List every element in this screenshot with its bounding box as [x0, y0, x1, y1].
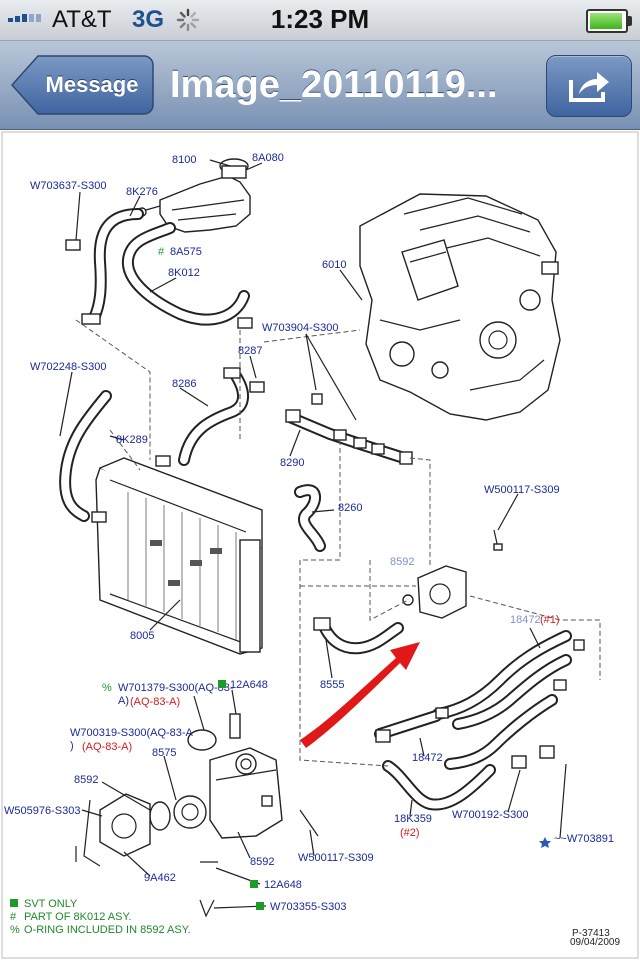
carrier-name: AT&T — [52, 6, 112, 33]
label-18472-top-note: (#1) — [540, 614, 560, 626]
oring-symbol: % — [102, 682, 112, 694]
legend-oring: O-RING INCLUDED IN 8592 ASY. — [24, 924, 191, 936]
legend-part-symbol: # — [10, 911, 17, 923]
label-8575: 8575 — [152, 747, 176, 759]
label-8005: 8005 — [130, 630, 154, 642]
label-w703904: W703904-S300 — [262, 322, 338, 334]
label-aq83-2: (AQ-83-A) — [82, 741, 132, 753]
reference-date: 09/04/2009 — [570, 937, 620, 948]
activity-spinner-icon — [176, 8, 200, 32]
thermostat-housing-upper — [402, 529, 503, 619]
label-6010: 6010 — [322, 259, 346, 271]
label-8592-left: 8592 — [74, 774, 98, 786]
reference-code: P-37413 — [572, 928, 610, 939]
label-12a648-top: 12A648 — [230, 679, 268, 691]
status-time: 1:23 PM — [270, 4, 370, 34]
back-button[interactable]: Message — [10, 55, 154, 115]
label-9a462: 9A462 — [144, 872, 176, 884]
back-button-label: Message — [45, 72, 139, 97]
share-button[interactable] — [546, 55, 632, 117]
label-8k289: 8K289 — [116, 434, 148, 446]
label-aq83-1: (AQ-83-A) — [130, 696, 180, 708]
label-w505976: W505976-S303 — [4, 805, 80, 817]
part-labels: 8100 8A080 W703637-S300 8K276 # 8A575 8K… — [4, 152, 614, 913]
share-icon — [569, 72, 609, 102]
label-8k276: 8K276 — [126, 186, 158, 198]
legend-svt: SVT ONLY — [24, 898, 78, 910]
network-type: 3G — [132, 6, 165, 33]
svt-marker-12a648-top — [218, 680, 226, 688]
heater-hoses — [374, 630, 585, 811]
leader-lines — [59, 159, 567, 909]
label-8a575: 8A575 — [170, 246, 202, 258]
label-8287: 8287 — [238, 345, 262, 357]
label-w703891: ~~W703891 — [554, 833, 614, 845]
label-w500117-top: W500117-S309 — [484, 484, 560, 496]
label-18472-top: 18472 — [510, 614, 541, 626]
legend-oring-symbol: % — [10, 924, 20, 936]
label-18k359-note: (#2) — [400, 827, 420, 839]
diagram-legend: SVT ONLY # PART OF 8K012 ASY. % O-RING I… — [10, 898, 191, 936]
label-w703637: W703637-S300 — [30, 180, 106, 192]
engine-block — [359, 193, 561, 421]
label-w702248: W702248-S300 — [30, 361, 106, 373]
water-pump-assembly — [75, 713, 319, 918]
back-button-shape — [10, 55, 154, 115]
label-w700192: W700192-S300 — [452, 809, 528, 821]
label-8592-bottom: 8592 — [250, 856, 274, 868]
bypass-tube — [249, 381, 413, 465]
label-8a080: 8A080 — [252, 152, 284, 164]
assembly-lines — [75, 319, 601, 767]
status-bar: AT&T 3G 1:23 PM — [0, 0, 640, 41]
star-icon — [539, 837, 551, 848]
label-18k359: 18K359 — [394, 813, 432, 825]
signal-strength-icon — [8, 14, 41, 22]
label-8290: 8290 — [280, 457, 304, 469]
cooling-system-diagram: 8100 8A080 W703637-S300 8K276 # 8A575 8K… — [0, 130, 640, 960]
svt-marker-w703355 — [256, 902, 264, 910]
label-w700319: W700319-S300(AQ-83-A — [70, 727, 194, 739]
label-w701379-cont: A) — [118, 695, 129, 707]
label-8k012: 8K012 — [168, 267, 200, 279]
label-8100: 8100 — [172, 154, 196, 166]
label-w703355: W703355-S303 — [270, 901, 346, 913]
battery-icon — [586, 9, 632, 33]
label-8286: 8286 — [172, 378, 196, 390]
red-arrow — [300, 642, 420, 748]
diagram-canvas: 8100 8A080 W703637-S300 8K276 # 8A575 8K… — [1, 131, 639, 959]
label-w500117-bottom: W500117-S309 — [298, 852, 374, 864]
label-12a648-bottom: 12A648 — [264, 879, 302, 891]
reservoir-hoses — [65, 208, 253, 329]
part-of-symbol: # — [158, 246, 165, 258]
label-18472-bottom: 18472 — [412, 752, 443, 764]
radiator-hoses — [59, 367, 404, 655]
page-title: Image_20110119... — [170, 64, 498, 106]
label-8555: 8555 — [320, 679, 344, 691]
legend-part-of: PART OF 8K012 ASY. — [24, 911, 131, 923]
svt-marker-12a648-bottom — [250, 880, 258, 888]
navigation-bar: Message Image_20110119... — [0, 41, 640, 130]
label-w701379: W701379-S300(AQ-83- — [118, 682, 234, 694]
label-8592-top: 8592 — [390, 556, 414, 568]
diagram-border — [1, 131, 639, 959]
radiator — [95, 457, 263, 655]
label-8260: 8260 — [338, 502, 362, 514]
legend-svt-symbol — [10, 899, 18, 907]
label-w700319-cont: ) — [70, 740, 74, 752]
